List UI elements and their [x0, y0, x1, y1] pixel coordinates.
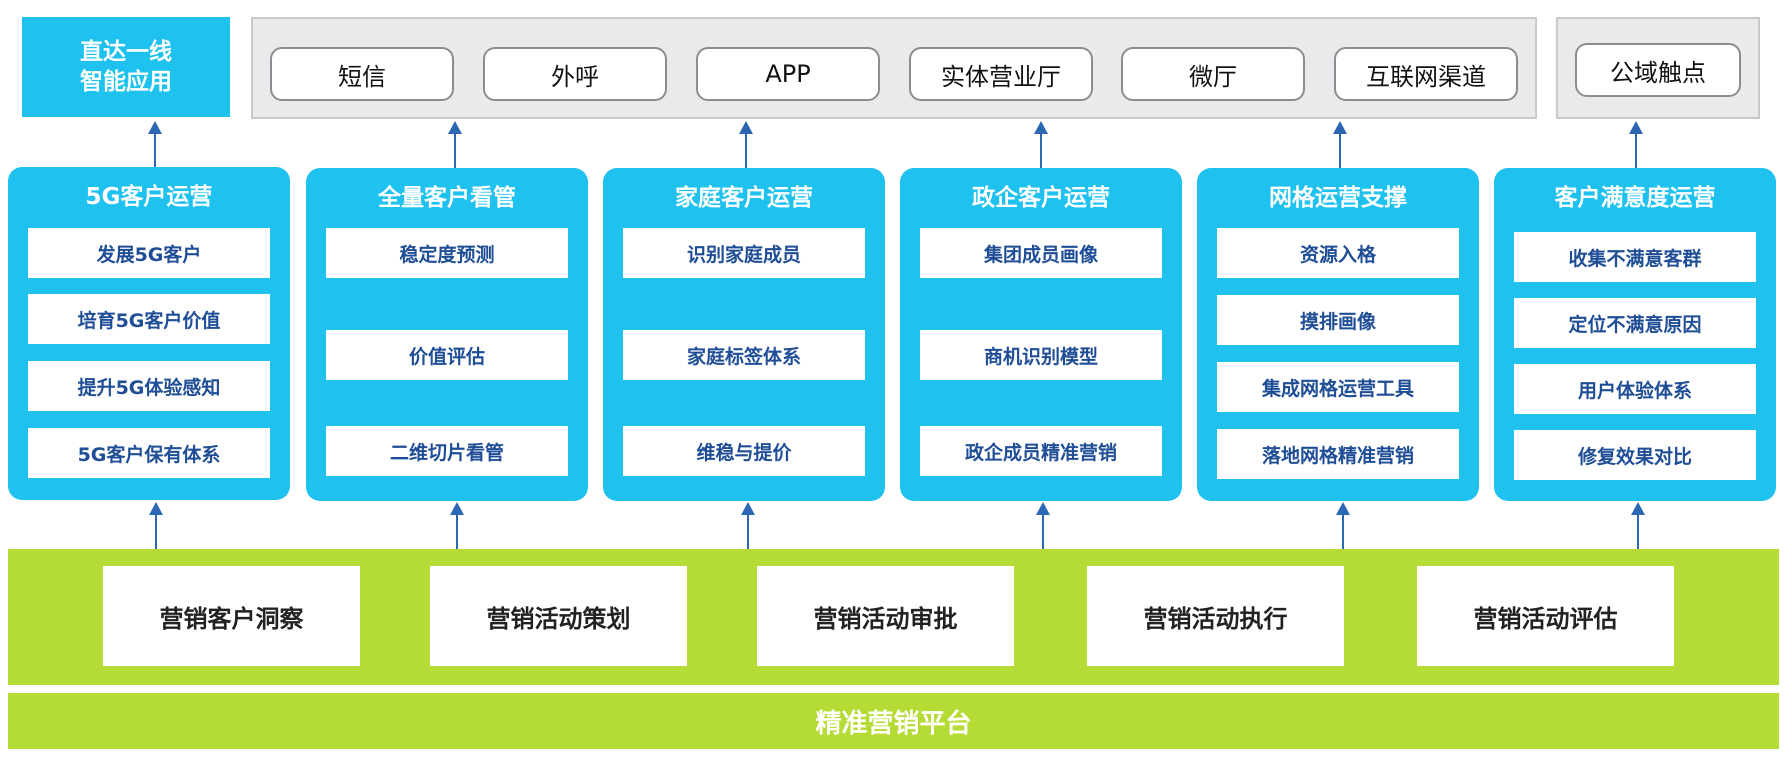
step-campaign-execution[interactable]: 营销活动执行: [1087, 566, 1344, 666]
arrow-up-icon: [448, 121, 462, 168]
step-campaign-approval[interactable]: 营销活动审批: [757, 566, 1014, 666]
column-item[interactable]: 落地网格精准营销: [1217, 429, 1459, 479]
arrow-up-icon: [148, 121, 162, 168]
arrow-up-icon: [1034, 121, 1048, 168]
column-item[interactable]: 提升5G体验感知: [28, 361, 270, 411]
platform-bar: 精准营销平台: [8, 693, 1779, 749]
channel-store[interactable]: 实体营业厅: [909, 47, 1093, 101]
marketing-process-area: 营销客户洞察 营销活动策划 营销活动审批 营销活动执行 营销活动评估: [8, 549, 1779, 685]
column-item[interactable]: 培育5G客户价值: [28, 294, 270, 344]
column-item[interactable]: 集团成员画像: [920, 228, 1162, 278]
arrow-up-icon: [450, 502, 464, 549]
channel-internet[interactable]: 互联网渠道: [1334, 47, 1518, 101]
channel-panel: 短信 外呼 APP 实体营业厅 微厅 互联网渠道: [251, 17, 1537, 119]
channel-sms[interactable]: 短信: [270, 47, 454, 101]
step-customer-insight[interactable]: 营销客户洞察: [103, 566, 360, 666]
column-title: 政企客户运营: [972, 185, 1110, 211]
column-item[interactable]: 摸排画像: [1217, 295, 1459, 345]
arrow-up-icon: [741, 502, 755, 549]
column-item[interactable]: 发展5G客户: [28, 228, 270, 278]
channel-micro-hall[interactable]: 微厅: [1121, 47, 1305, 101]
column-item[interactable]: 定位不满意原因: [1514, 298, 1756, 348]
column-item[interactable]: 5G客户保有体系: [28, 428, 270, 478]
arrow-up-icon: [1336, 502, 1350, 549]
column-item[interactable]: 收集不满意客群: [1514, 232, 1756, 282]
column-item[interactable]: 修复效果对比: [1514, 430, 1756, 480]
column-family-operation: 家庭客户运营 识别家庭成员 家庭标签体系 维稳与提价: [603, 168, 885, 501]
column-full-customer-care: 全量客户看管 稳定度预测 价值评估 二维切片看管: [306, 168, 588, 501]
arrow-up-icon: [1629, 121, 1643, 168]
arrow-up-icon: [1333, 121, 1347, 168]
column-grid-support: 网格运营支撑 资源入格 摸排画像 集成网格运营工具 落地网格精准营销: [1197, 168, 1479, 501]
column-title: 5G客户运营: [85, 184, 213, 210]
column-item[interactable]: 集成网格运营工具: [1217, 362, 1459, 412]
column-item[interactable]: 识别家庭成员: [623, 228, 865, 278]
column-title: 网格运营支撑: [1269, 185, 1407, 211]
column-satisfaction-operation: 客户满意度运营 收集不满意客群 定位不满意原因 用户体验体系 修复效果对比: [1494, 168, 1776, 501]
column-item[interactable]: 政企成员精准营销: [920, 426, 1162, 476]
column-title: 家庭客户运营: [675, 185, 813, 211]
arrow-up-icon: [149, 502, 163, 549]
direct-label-line2: 智能应用: [80, 69, 172, 95]
column-item[interactable]: 价值评估: [326, 330, 568, 380]
column-item[interactable]: 用户体验体系: [1514, 364, 1756, 414]
step-campaign-evaluation[interactable]: 营销活动评估: [1417, 566, 1674, 666]
arrow-up-icon: [1036, 502, 1050, 549]
direct-label-line1: 直达一线: [80, 39, 172, 65]
column-item[interactable]: 资源入格: [1217, 228, 1459, 278]
column-item[interactable]: 家庭标签体系: [623, 330, 865, 380]
channel-outbound-call[interactable]: 外呼: [483, 47, 667, 101]
column-5g-operation: 5G客户运营 发展5G客户 培育5G客户价值 提升5G体验感知 5G客户保有体系: [8, 167, 290, 500]
arrow-up-icon: [1631, 502, 1645, 549]
column-enterprise-operation: 政企客户运营 集团成员画像 商机识别模型 政企成员精准营销: [900, 168, 1182, 501]
step-campaign-planning[interactable]: 营销活动策划: [430, 566, 687, 666]
column-title: 全量客户看管: [378, 185, 516, 211]
arrow-up-icon: [739, 121, 753, 168]
direct-to-frontline-label: 直达一线 智能应用: [22, 17, 230, 117]
channel-app[interactable]: APP: [696, 47, 880, 101]
column-item[interactable]: 二维切片看管: [326, 426, 568, 476]
public-touch-pill[interactable]: 公域触点: [1575, 43, 1741, 97]
column-item[interactable]: 商机识别模型: [920, 330, 1162, 380]
column-item[interactable]: 稳定度预测: [326, 228, 568, 278]
public-touch-panel: 公域触点: [1556, 17, 1760, 119]
column-title: 客户满意度运营: [1554, 185, 1716, 211]
column-item[interactable]: 维稳与提价: [623, 426, 865, 476]
